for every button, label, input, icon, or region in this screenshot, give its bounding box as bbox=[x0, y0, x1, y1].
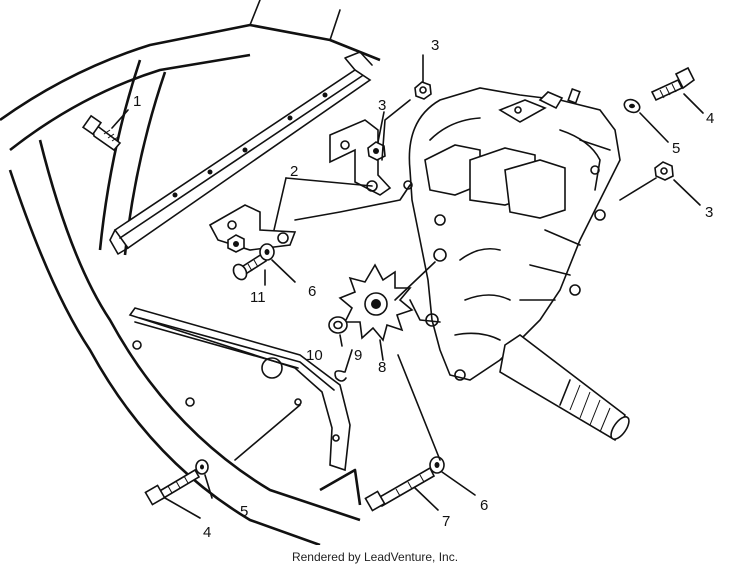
callout-3-middle: 3 bbox=[378, 97, 386, 114]
chain-guard-plate bbox=[128, 307, 351, 472]
callout-10: 10 bbox=[306, 347, 323, 364]
callout-labels: 1 2 3 3 3 4 4 5 5 6 6 7 8 9 10 11 bbox=[133, 37, 714, 541]
callout-1: 1 bbox=[133, 93, 141, 110]
callout-2: 2 bbox=[290, 163, 298, 180]
bolt-4-left bbox=[144, 468, 201, 506]
mounting-bracket-upper bbox=[329, 119, 392, 196]
callout-3-top: 3 bbox=[431, 37, 439, 54]
nut-3-middle bbox=[367, 141, 386, 161]
washer bbox=[328, 316, 348, 334]
nut-3-right bbox=[654, 161, 674, 181]
callout-5-right: 5 bbox=[672, 140, 680, 157]
washer-6-upper bbox=[259, 243, 275, 261]
upper-rail bbox=[109, 51, 373, 255]
output-shaft bbox=[499, 334, 630, 442]
callout-6-lower: 6 bbox=[480, 497, 488, 514]
snap-ring bbox=[334, 370, 347, 382]
bolt-7 bbox=[364, 466, 436, 512]
bolt-4-right bbox=[650, 66, 696, 102]
callout-3-right: 3 bbox=[705, 204, 713, 221]
bolt-11 bbox=[232, 252, 268, 281]
frame-tubes bbox=[0, 0, 381, 545]
callout-7: 7 bbox=[442, 513, 450, 530]
washer-5-left bbox=[195, 459, 209, 475]
callout-5-left: 5 bbox=[240, 503, 248, 520]
callout-11: 11 bbox=[250, 289, 266, 306]
parts-diagram: 1 2 3 3 3 4 4 5 5 6 6 7 8 9 10 11 bbox=[0, 0, 714, 545]
transmission-gearcase bbox=[403, 87, 621, 381]
footer-credit: Rendered by LeadVenture, Inc. bbox=[291, 550, 459, 564]
callout-8: 8 bbox=[378, 359, 386, 376]
callout-4-left: 4 bbox=[203, 524, 211, 541]
callout-4-right: 4 bbox=[706, 110, 714, 127]
nut-lower-bracket bbox=[227, 234, 245, 253]
leader-lines bbox=[111, 54, 704, 519]
callout-9: 9 bbox=[354, 347, 362, 364]
drive-sprocket bbox=[338, 263, 414, 342]
bolt-1 bbox=[81, 114, 122, 152]
washer-6-lower bbox=[429, 456, 445, 474]
mounting-bracket-lower bbox=[208, 204, 297, 251]
washer-5-right bbox=[623, 98, 641, 114]
nut-3-top bbox=[414, 81, 432, 100]
callout-6-upper: 6 bbox=[308, 283, 316, 300]
